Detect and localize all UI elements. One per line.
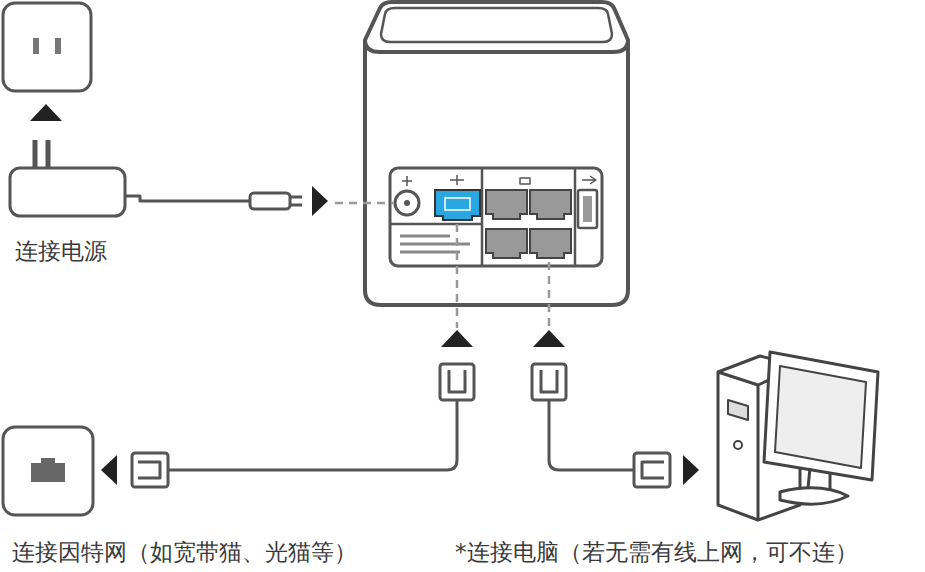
wan-port bbox=[435, 190, 480, 220]
computer bbox=[718, 352, 878, 520]
power-adapter bbox=[10, 168, 125, 216]
label-text: 连接电源 bbox=[15, 238, 107, 266]
label-text: *连接电脑（若无需有线上网，可不连） bbox=[455, 539, 858, 567]
ethernet-wall-port bbox=[3, 427, 93, 515]
router bbox=[365, 2, 628, 305]
power-socket bbox=[3, 3, 91, 91]
label-text: 连接因特网（如宽带猫、光猫等） bbox=[12, 539, 357, 567]
lan-ports bbox=[486, 190, 571, 258]
